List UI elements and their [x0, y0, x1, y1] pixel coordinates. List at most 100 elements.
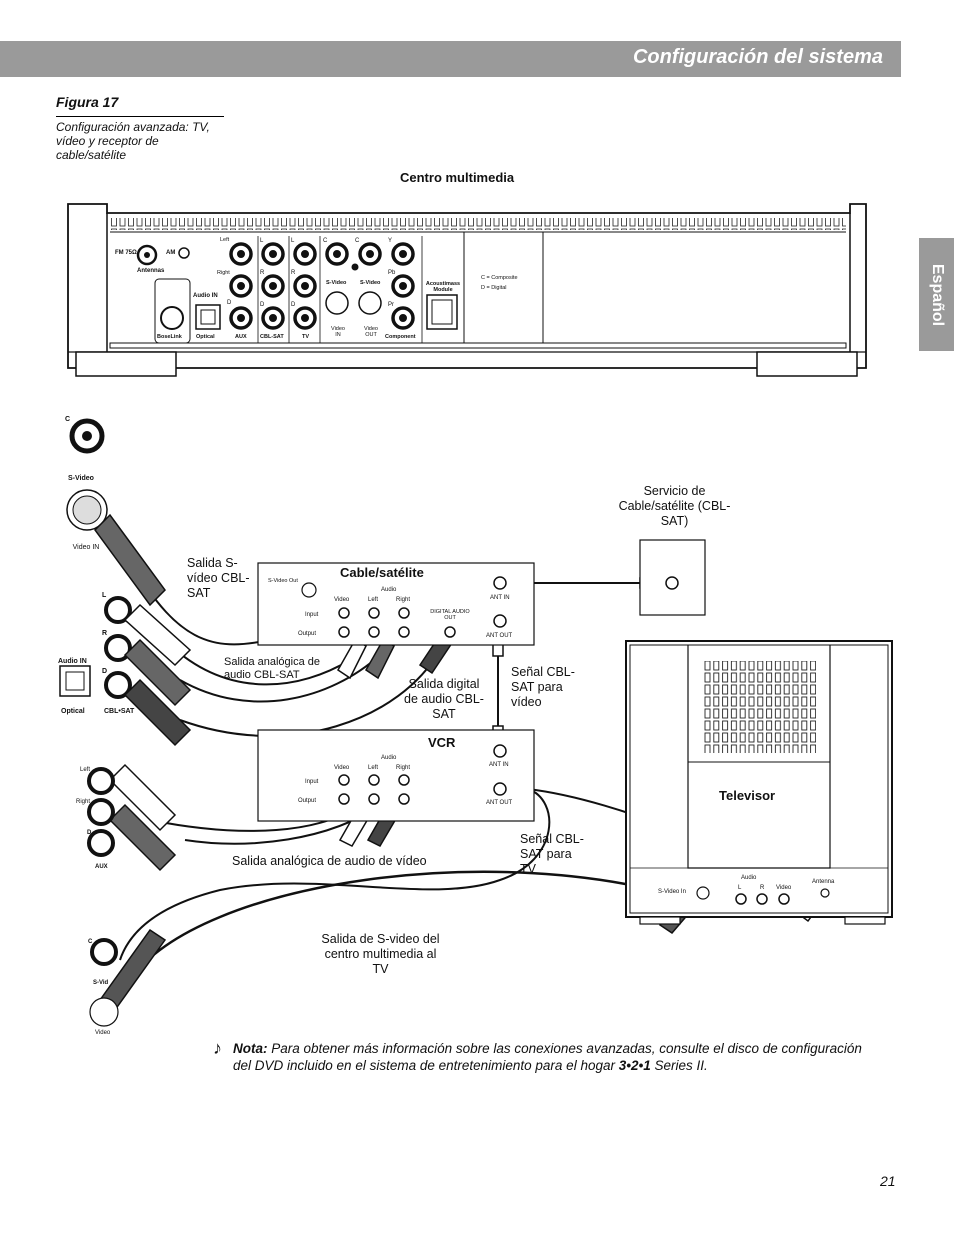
- svideo-in-jack: [325, 291, 349, 315]
- left-d-label: D: [102, 668, 108, 675]
- d-label: D: [227, 300, 232, 306]
- left-c-label: C: [65, 416, 71, 423]
- l-label-2: L: [291, 238, 295, 244]
- cable-digital-out-label: DIGITAL AUDIO OUT: [430, 609, 470, 621]
- left2-aux-label: AUX: [95, 864, 108, 870]
- left-video-in-label: Video IN: [72, 544, 100, 551]
- svideo-label-1: S-Video: [326, 280, 347, 286]
- left2-left-label: Left: [80, 767, 91, 773]
- cable-box-title: Cable/satélite: [340, 565, 424, 580]
- panel-label-tv: TV: [302, 334, 310, 340]
- panel-label-cblsat: CBL-SAT: [260, 334, 284, 340]
- figure-rule: [56, 116, 224, 117]
- left2-d-label: D: [87, 830, 92, 836]
- y-label: Y: [388, 238, 393, 244]
- d-label-2: D: [291, 302, 296, 308]
- vcr-title: VCR: [428, 735, 456, 750]
- vcr-output-label: Output: [298, 798, 317, 804]
- cable-input-label: Input: [305, 612, 319, 618]
- tv-svideo-in-label: S-Video In: [658, 889, 686, 895]
- panel-label-aux: AUX: [235, 334, 247, 340]
- r-label-1: R: [260, 270, 265, 276]
- cable-ant-in-label: ANT IN: [490, 595, 510, 601]
- left-jacks-top: [59, 418, 132, 699]
- note-label: Nota:: [233, 1041, 268, 1056]
- cable-svideo-out-label: S-Video Out: [268, 578, 298, 584]
- label-svideo-cblsat: Salida S-vídeo CBL-SAT: [187, 556, 250, 600]
- tv-audio-label: Audio: [741, 875, 757, 881]
- vent-grille: [110, 218, 846, 230]
- media-center-unit: [67, 203, 867, 377]
- left3-video-label: Video: [95, 1030, 111, 1036]
- label-service: Servicio de Cable/satélite (CBL-SAT): [618, 484, 731, 528]
- label-digital-cblsat: Salida digital de audio CBL-SAT: [404, 677, 484, 721]
- panel-label-optical: Optical: [196, 334, 215, 340]
- label-analog-cblsat: Salida analógica de audio CBL-SAT: [224, 656, 321, 681]
- legend-composite: C = Composite: [481, 275, 518, 281]
- vcr-left-label: Left: [368, 765, 379, 771]
- am-label: AM: [166, 250, 176, 256]
- svideo-label-2: S-Video: [360, 280, 381, 286]
- music-note-icon: ♪: [213, 1038, 222, 1058]
- acoustimass-label: Acoustimass Module: [425, 281, 461, 293]
- header-bar: Configuración del sistema: [0, 41, 901, 77]
- media-center-title: Centro multimedia: [400, 170, 515, 185]
- am-jack: [178, 247, 190, 259]
- left-optical-label: Optical: [61, 708, 85, 715]
- antennas-label: Antennas: [137, 268, 165, 274]
- pb-label: Pb: [388, 270, 396, 276]
- left-l-label: L: [102, 592, 107, 599]
- vcr-unit: [257, 729, 535, 822]
- label-svideo-tv: Salida de S-video del centro multimedia …: [321, 932, 440, 976]
- left-cblsat-label: CBL•SAT: [104, 708, 135, 715]
- vcr-audio-label: Audio: [381, 755, 397, 761]
- cable-ant-out-label: ANT OUT: [486, 633, 513, 639]
- fm-label: FM 75Ω: [115, 250, 137, 256]
- video-out-label: Video OUT: [364, 326, 378, 338]
- left2-right-label: Right: [76, 799, 91, 805]
- note-text: Para obtener más información sobre las c…: [233, 1041, 862, 1073]
- tv-antenna-label: Antenna: [812, 879, 835, 885]
- right-label: Right: [217, 270, 230, 276]
- rca-jacks: [229, 242, 415, 330]
- cable-audio-label: Audio: [381, 587, 397, 593]
- left3-c-label: C: [88, 939, 93, 945]
- label-signal-video: Señal CBL-SAT para vídeo: [511, 665, 575, 709]
- figure-number: Figura 17: [56, 94, 119, 110]
- note-suffix: Series II.: [654, 1058, 708, 1073]
- figure-caption: Configuración avanzada: TV, vídeo y rece…: [56, 120, 210, 162]
- vcr-video-label: Video: [334, 765, 350, 771]
- c-label-2: C: [355, 238, 360, 244]
- c-label-1: C: [323, 238, 328, 244]
- note: ♪ Nota: Para obtener más información sob…: [213, 1039, 883, 1074]
- audio-in-label: Audio IN: [193, 293, 218, 299]
- label-signal-tv: Señal CBL-SAT para TV: [520, 832, 584, 876]
- cable-right-label: Right: [396, 597, 411, 603]
- left-r-label: R: [102, 630, 108, 637]
- left3-svid-label: S-Vid: [93, 980, 109, 986]
- vcr-input-label: Input: [305, 779, 319, 785]
- label-analog-video: Salida analógica de audio de vídeo: [232, 854, 427, 868]
- tv-r-label: R: [760, 885, 765, 891]
- cable-output-label: Output: [298, 631, 317, 637]
- tv-title: Televisor: [719, 788, 776, 803]
- svideo-out-jack: [358, 291, 382, 315]
- vcr-right-label: Right: [396, 765, 411, 771]
- tv-l-label: L: [738, 885, 742, 891]
- pr-label: Pr: [388, 302, 394, 308]
- vcr-ant-in-label: ANT IN: [489, 762, 509, 768]
- page-number: 21: [880, 1173, 896, 1189]
- tv-video-label: Video: [776, 885, 792, 891]
- legend-digital: D = Digital: [481, 285, 507, 291]
- television-unit: [625, 640, 893, 925]
- l-label-1: L: [260, 238, 264, 244]
- language-tab: Español: [919, 238, 954, 351]
- left-svideo-label: S-Video: [68, 475, 94, 482]
- d-label-1: D: [260, 302, 265, 308]
- page-title: Configuración del sistema: [632, 46, 883, 68]
- video-in-label: Video IN: [331, 326, 345, 338]
- panel-label-component: Component: [385, 334, 416, 340]
- panel-label-boselink: BoseLink: [157, 334, 182, 340]
- left-audio-in-label: Audio IN: [58, 658, 87, 665]
